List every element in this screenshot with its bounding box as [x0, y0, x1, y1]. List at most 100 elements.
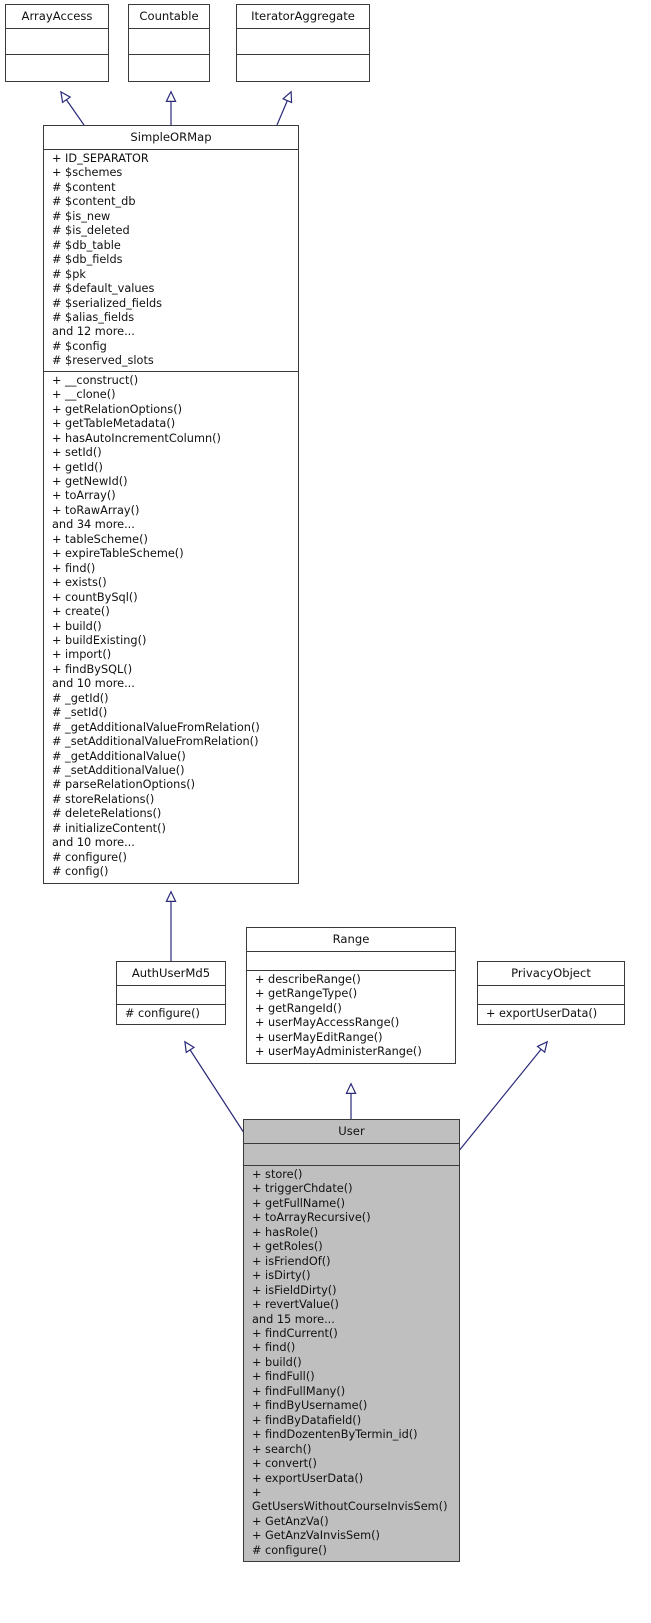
class-member: + revertValue() [252, 1298, 339, 1312]
class-member: + store() [252, 1168, 303, 1181]
class-member: + getNewId() [52, 474, 128, 488]
class-member: # parseRelationOptions() [52, 778, 196, 792]
class-member: + getId() [52, 460, 103, 474]
class-member: + build() [52, 619, 102, 633]
class-member: + findByUsername() [252, 1399, 368, 1413]
class-title-privacyobject: PrivacyObject [478, 962, 624, 986]
edge-simpleormap-iteratoraggregate [276, 90, 293, 126]
class-member: + exportUserData() [252, 1471, 364, 1485]
class-member: # $db_fields [52, 253, 123, 267]
class-member: # _getAdditionalValueFromRelation() [52, 720, 260, 734]
class-member: + isFieldDirty() [252, 1283, 337, 1297]
class-attributes-user [244, 1144, 459, 1166]
class-operations-countable [129, 55, 209, 81]
class-member: + convert() [252, 1457, 317, 1471]
class-title-iteratoraggregate: IteratorAggregate [237, 5, 369, 29]
class-box-range[interactable]: Range + describeRange()+ getRangeType()+… [246, 927, 456, 1064]
class-member: # config() [52, 865, 109, 879]
class-box-iteratoraggregate[interactable]: IteratorAggregate [236, 4, 370, 82]
class-operations-user: + store()+ triggerChdate()+ getFullName(… [244, 1166, 459, 1561]
class-member: # $default_values [52, 282, 155, 296]
class-member: # _setAdditionalValue() [52, 764, 185, 778]
class-operations-privacyobject: + exportUserData() [478, 1005, 624, 1024]
class-box-arrayaccess[interactable]: ArrayAccess [5, 4, 109, 82]
class-member: # configure() [125, 1007, 200, 1020]
class-attributes-range [247, 952, 455, 971]
class-title-countable: Countable [129, 5, 209, 29]
class-member: + findCurrent() [252, 1326, 338, 1340]
class-member: + setId() [52, 446, 102, 460]
edge-user-authusermd5 [184, 1040, 247, 1137]
class-member: + userMayEditRange() [255, 1030, 383, 1044]
class-attributes-countable [129, 29, 209, 55]
class-member: + hasRole() [252, 1225, 319, 1239]
class-member: and 10 more... [52, 836, 135, 850]
class-operations-iteratoraggregate [237, 55, 369, 81]
class-attributes-iteratoraggregate [237, 29, 369, 55]
class-member: + create() [52, 605, 110, 619]
class-box-simpleormap[interactable]: SimpleORMap + ID_SEPARATOR+ $schemes # $c… [43, 125, 299, 884]
class-member: + import() [52, 648, 112, 662]
class-member: # deleteRelations() [52, 807, 162, 821]
class-operations-arrayaccess [6, 55, 108, 81]
class-member: # initializeContent() [52, 821, 166, 835]
class-member: # $alias_fields [52, 310, 135, 324]
class-member: + find() [52, 561, 96, 575]
class-member: and 12 more... [52, 325, 135, 339]
class-box-privacyobject[interactable]: PrivacyObject + exportUserData() [477, 961, 625, 1026]
class-member: + findBySQL() [52, 662, 133, 676]
class-operations-authusermd5: # configure() [117, 1005, 225, 1024]
class-member: + countBySql() [52, 590, 138, 604]
class-member: # _getId() [52, 691, 109, 705]
class-member: # storeRelations() [52, 792, 155, 806]
class-member: + isFriendOf() [252, 1254, 331, 1268]
class-member: # $content_db [52, 195, 136, 209]
class-member: + isDirty() [252, 1269, 311, 1283]
edge-simpleormap-arrayaccess [60, 90, 85, 126]
class-operations-simpleormap: + __construct()+ __clone()+ getRelationO… [44, 372, 298, 883]
class-member: + findDozentenByTermin_id() [252, 1428, 418, 1442]
class-title-simpleormap: SimpleORMap [44, 126, 298, 150]
class-member: # _getAdditionalValue() [52, 749, 186, 763]
class-member: + findFull() [252, 1370, 315, 1384]
class-member: # $db_table [52, 238, 121, 252]
class-member: + GetUsersWithoutCourseInvisSem() [252, 1485, 448, 1514]
class-title-authusermd5: AuthUserMd5 [117, 962, 225, 986]
class-member: + toArrayRecursive() [252, 1211, 371, 1225]
class-member: # configure() [252, 1543, 327, 1557]
class-member: + exists() [52, 576, 107, 590]
class-title-user: User [244, 1120, 459, 1144]
class-member: # $serialized_fields [52, 296, 163, 310]
class-member: + toRawArray() [52, 503, 140, 517]
class-member: + getRangeId() [255, 1001, 342, 1015]
class-title-arrayaccess: ArrayAccess [6, 5, 108, 29]
class-member: + getTableMetadata() [52, 417, 176, 431]
class-member: + hasAutoIncrementColumn() [52, 431, 221, 445]
class-member: + GetAnzVaInvisSem() [252, 1529, 380, 1543]
class-member: + getRelationOptions() [52, 402, 183, 416]
class-attributes-privacyobject [478, 986, 624, 1005]
class-member: + findFullMany() [252, 1384, 346, 1398]
class-member: + expireTableScheme() [52, 547, 184, 561]
class-member: + buildExisting() [52, 633, 147, 647]
class-box-user[interactable]: User + store()+ triggerChdate()+ getFull… [243, 1119, 460, 1563]
class-member: + search() [252, 1442, 312, 1456]
class-member: + GetAnzVa() [252, 1514, 329, 1528]
class-box-countable[interactable]: Countable [128, 4, 210, 82]
class-member: # $config [52, 339, 107, 353]
class-attributes-authusermd5 [117, 986, 225, 1005]
class-box-authusermd5[interactable]: AuthUserMd5 # configure() [116, 961, 226, 1026]
class-member: + ID_SEPARATOR [52, 152, 149, 165]
class-member: + toArray() [52, 489, 116, 503]
class-member: + tableScheme() [52, 532, 148, 546]
class-member: + $schemes [52, 166, 123, 180]
class-member: + build() [252, 1355, 302, 1369]
class-operations-range: + describeRange()+ getRangeType()+ getRa… [247, 971, 455, 1063]
edge-user-privacyobject [457, 1040, 548, 1153]
class-member: # $is_deleted [52, 224, 130, 238]
class-member: + describeRange() [255, 973, 361, 986]
class-member: + __construct() [52, 373, 139, 387]
class-member: + userMayAccessRange() [255, 1016, 400, 1030]
class-member: + getRoles() [252, 1240, 323, 1254]
